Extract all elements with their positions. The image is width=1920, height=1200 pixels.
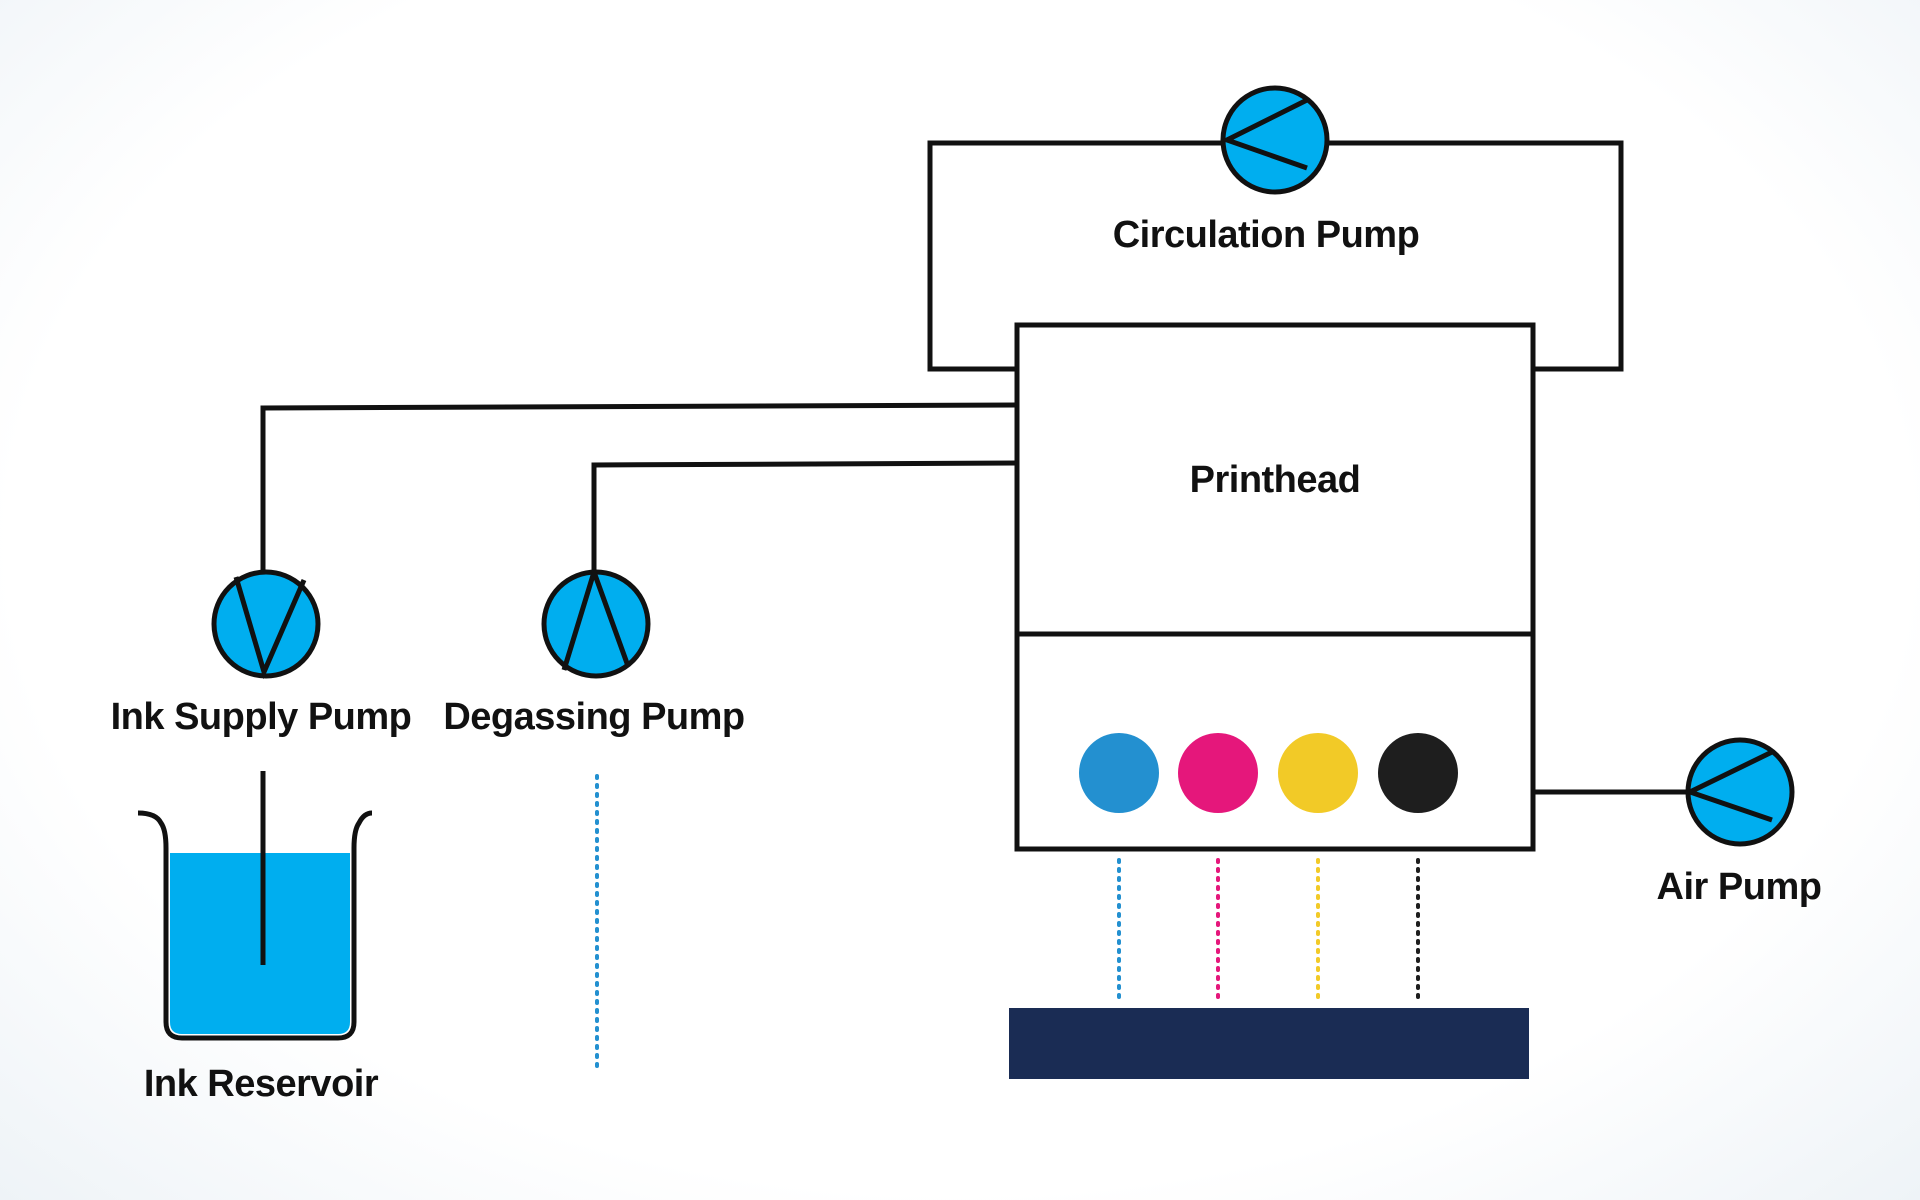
degassing-pipe (591, 460, 1018, 572)
beaker-icon (137, 810, 373, 1041)
circulation-pump (1220, 85, 1330, 195)
ink-dot-black (1378, 733, 1458, 813)
circulation-pump-label: Circulation Pump (1113, 214, 1420, 256)
reservoir-ink (170, 853, 350, 1034)
degassing-pump (541, 564, 651, 679)
ink-supply-pump (211, 569, 321, 680)
pump-direction-mark (233, 576, 307, 680)
degassing-pump-label: Degassing Pump (443, 696, 744, 738)
pump-direction-mark (561, 564, 631, 671)
ink-dot-yellow (1278, 733, 1358, 813)
print-substrate (1009, 1008, 1529, 1079)
air-pump (1683, 737, 1795, 847)
printhead-label: Printhead (1190, 459, 1361, 501)
ink-dot-magenta (1178, 733, 1258, 813)
ink-reservoir-label: Ink Reservoir (144, 1063, 379, 1105)
pump-icon (1685, 737, 1795, 847)
pump-direction-mark (1683, 749, 1774, 823)
pump-direction-mark (1220, 97, 1309, 171)
pump-icon (1220, 85, 1330, 195)
ink-dot-cyan (1079, 733, 1159, 813)
ink-supply-pipe (260, 402, 1018, 572)
pump-icon (541, 569, 651, 679)
ink-supply-pump-label: Ink Supply Pump (111, 696, 412, 738)
reservoir-outline (137, 810, 373, 1041)
air-pump-label: Air Pump (1657, 866, 1822, 908)
